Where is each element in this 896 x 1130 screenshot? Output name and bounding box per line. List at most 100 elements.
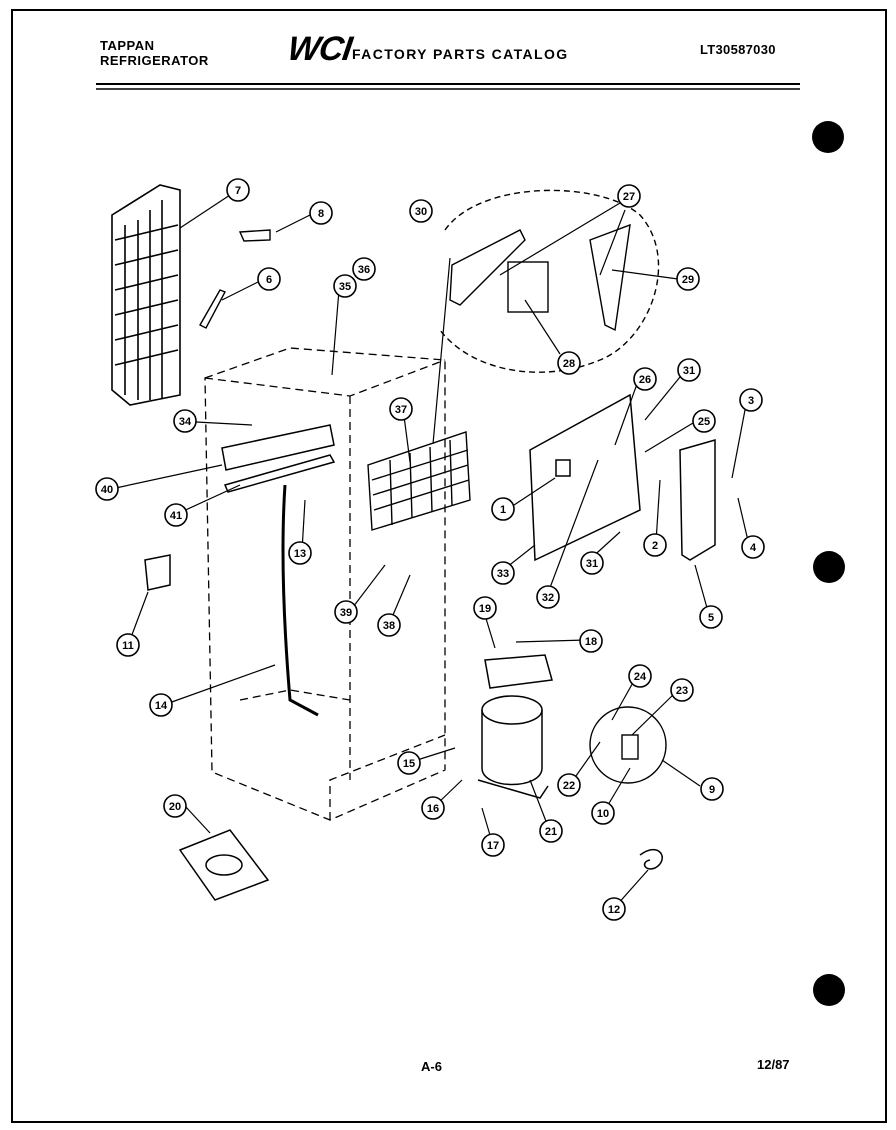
catalog-title: FACTORY PARTS CATALOG	[352, 46, 569, 62]
callout-34-label: 34	[179, 416, 192, 428]
callout-40: 40	[95, 477, 119, 501]
callout-17-label: 17	[487, 840, 499, 852]
callout-4-label: 4	[750, 542, 757, 554]
cabinet-outline	[204, 347, 446, 821]
callout-36: 36	[352, 257, 376, 281]
callout-13-label: 13	[294, 548, 306, 560]
callout-23: 23	[670, 678, 694, 702]
condenser	[367, 431, 471, 531]
callout-29: 29	[676, 267, 700, 291]
callout-8: 8	[309, 201, 333, 225]
callout-18: 18	[579, 629, 603, 653]
callout-15: 15	[397, 751, 421, 775]
callout-22: 22	[557, 773, 581, 797]
callout-21-label: 21	[545, 826, 557, 838]
callout-25-label: 25	[698, 416, 710, 428]
callout-4: 4	[741, 535, 765, 559]
callout-27-label: 27	[623, 191, 635, 203]
callout-7-label: 7	[235, 185, 241, 197]
callout-8-label: 8	[318, 208, 324, 220]
callout-20-label: 20	[169, 801, 181, 813]
page-number: A-6	[421, 1059, 442, 1074]
brand-line-2: REFRIGERATOR	[100, 53, 209, 68]
callout-19: 19	[473, 596, 497, 620]
binder-hole-middle	[813, 551, 845, 583]
callout-33: 33	[491, 561, 515, 585]
callout-24: 24	[628, 664, 652, 688]
callout-19-label: 19	[479, 603, 491, 615]
callout-32: 32	[536, 585, 560, 609]
callout-21: 21	[539, 819, 563, 843]
evaporator-coil	[111, 184, 181, 406]
callout-25: 25	[692, 409, 716, 433]
callout-9: 9	[700, 777, 724, 801]
callout-5: 5	[699, 605, 723, 629]
callout-26-label: 26	[639, 374, 651, 386]
callout-15-label: 15	[403, 758, 415, 770]
callout-11: 11	[116, 633, 140, 657]
callout-17: 17	[481, 833, 505, 857]
callout-31-lower-label: 31	[586, 558, 598, 570]
callout-39-label: 39	[340, 607, 352, 619]
drain-trough	[221, 424, 336, 493]
callout-29-label: 29	[682, 274, 694, 286]
callout-27: 27	[617, 184, 641, 208]
relay-part	[621, 734, 639, 760]
page-date: 12/87	[757, 1057, 790, 1072]
callout-16-label: 16	[427, 803, 439, 815]
drain-pan	[484, 654, 553, 689]
callout-1: 1	[491, 497, 515, 521]
leader-lines	[110, 194, 750, 907]
callout-12: 12	[602, 897, 626, 921]
relay-detail	[589, 706, 667, 784]
mount-bracket	[144, 554, 171, 591]
callout-14: 14	[149, 693, 173, 717]
callout-5-label: 5	[708, 612, 714, 624]
callout-3: 3	[739, 388, 763, 412]
clip-bracket	[238, 229, 271, 242]
callout-1-label: 1	[500, 504, 506, 516]
callout-40-label: 40	[101, 484, 113, 496]
wire-clip	[639, 848, 663, 870]
callout-2: 2	[643, 533, 667, 557]
callout-38: 38	[377, 613, 401, 637]
rear-panel	[529, 393, 641, 562]
callout-10-label: 10	[597, 808, 609, 820]
callout-34: 34	[173, 409, 197, 433]
binder-hole-top	[812, 121, 844, 153]
thermostat-bulb	[199, 289, 226, 329]
callout-23-label: 23	[676, 685, 688, 697]
callout-41-label: 41	[170, 510, 182, 522]
base-plate	[178, 829, 270, 901]
callout-13: 13	[288, 541, 312, 565]
callout-7: 7	[226, 178, 250, 202]
callout-31-lower: 31	[580, 551, 604, 575]
compartment-cover	[679, 439, 716, 561]
callout-10: 10	[591, 801, 615, 825]
compressor	[477, 695, 549, 799]
fan-assembly-detail	[439, 189, 660, 373]
callout-33-label: 33	[497, 568, 509, 580]
callout-16: 16	[421, 796, 445, 820]
callout-26: 26	[633, 367, 657, 391]
callout-30: 30	[409, 199, 433, 223]
callout-28-label: 28	[563, 358, 575, 370]
callout-18-label: 18	[585, 636, 597, 648]
callout-2-label: 2	[652, 540, 658, 552]
callout-38-label: 38	[383, 620, 395, 632]
callout-24-label: 24	[634, 671, 647, 683]
callout-31-upper-label: 31	[683, 365, 695, 377]
drain-tube	[281, 484, 319, 717]
callout-14-label: 14	[155, 700, 168, 712]
callout-35: 35	[333, 274, 357, 298]
callout-28: 28	[557, 351, 581, 375]
callout-6: 6	[257, 267, 281, 291]
callout-12-label: 12	[608, 904, 620, 916]
callout-39: 39	[334, 600, 358, 624]
callout-22-label: 22	[563, 780, 575, 792]
brand-line-1: TAPPAN	[100, 38, 155, 53]
callout-32-label: 32	[542, 592, 554, 604]
callout-30-label: 30	[415, 206, 427, 218]
